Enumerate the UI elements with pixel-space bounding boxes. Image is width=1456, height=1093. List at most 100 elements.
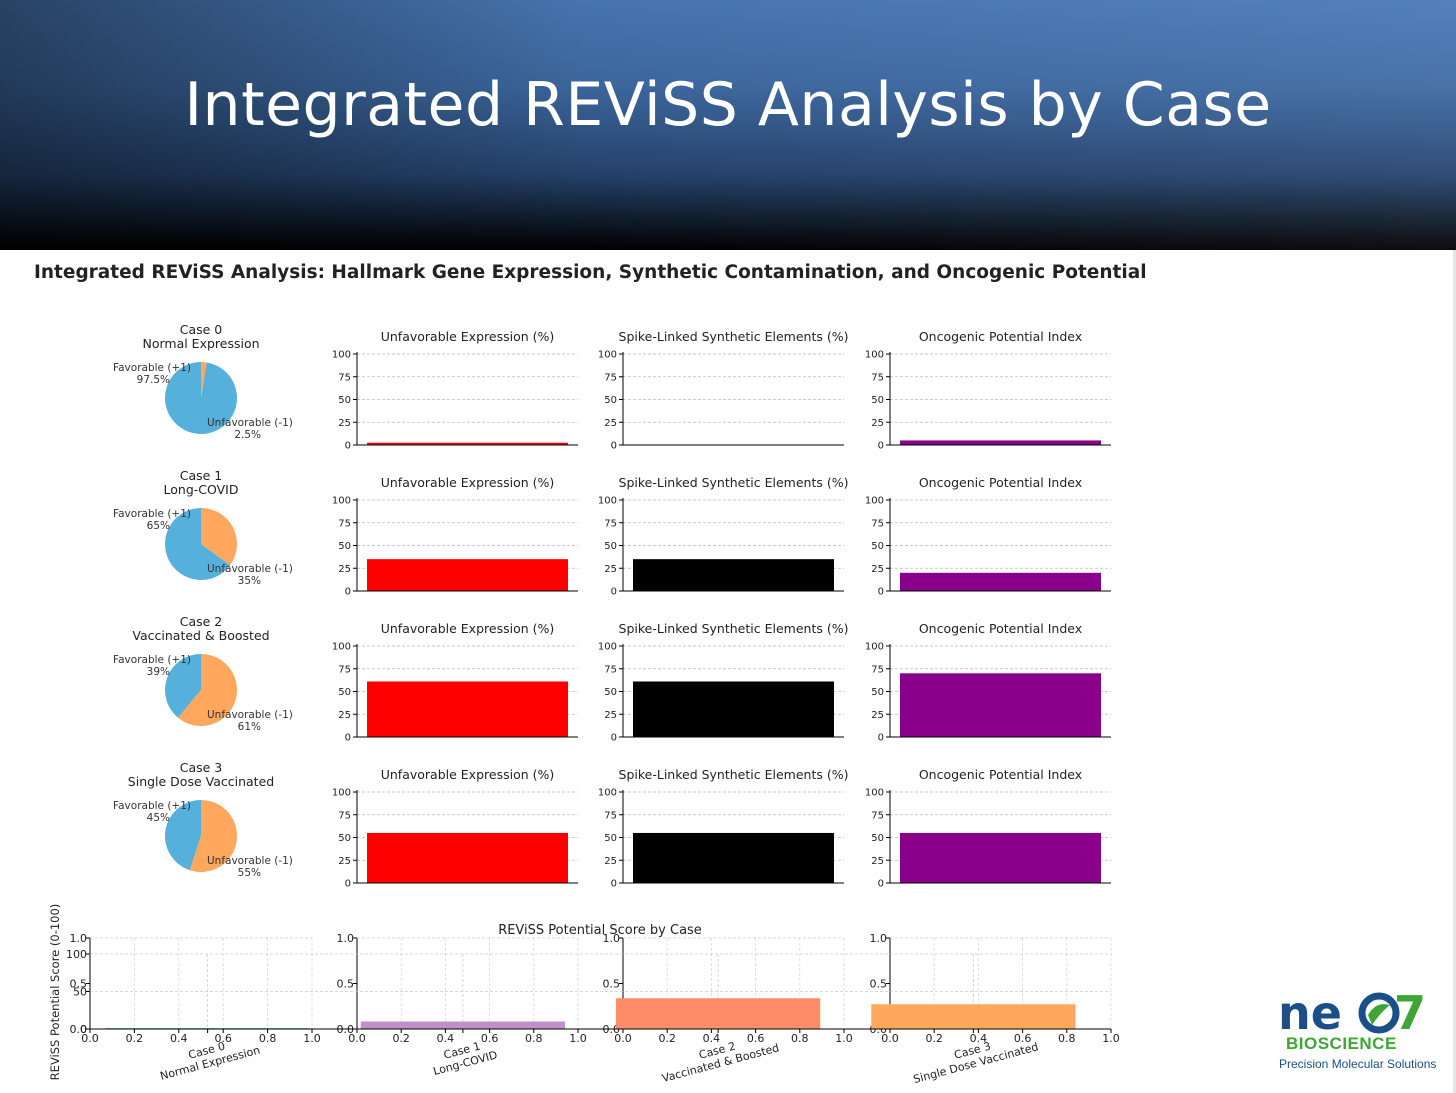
bar-oncogenic [900,673,1101,737]
bg-x-tick-label: 0.8 [259,1032,277,1045]
pie-slice-favorable [165,508,231,581]
y-tick-label: 75 [871,372,884,383]
y-tick-label: 100 [332,496,351,507]
bar-unfavorable [367,832,568,883]
y-tick-label: 100 [598,642,617,653]
pie-label-unfavorable: Unfavorable (-1) [207,855,293,867]
y-tick-label: 100 [865,788,884,799]
y-tick-label: 0 [611,441,617,452]
pie-pct-unfavorable: 55% [238,867,261,879]
bg-x-tick-label: 0.6 [747,1032,765,1045]
pie-pct-favorable: 45% [147,812,170,824]
y-tick-label: 75 [604,372,617,383]
bg-x-tick-label: 0.4 [437,1032,455,1045]
pie-pct-unfavorable: 61% [238,721,261,733]
bg-x-tick-label: 0.0 [881,1032,899,1045]
bg-x-tick-label: 0.4 [170,1032,188,1045]
bar-unfavorable [367,442,568,445]
pie-label-favorable: Favorable (+1) [113,508,191,520]
bg-x-tick-label: 0.6 [214,1032,232,1045]
logo-tagline: Precision Molecular Solutions [1279,1057,1437,1071]
y-tick-label: 50 [338,541,351,552]
pie-case-title: Case 1 [180,468,223,483]
bg-x-tick-label: 0.0 [348,1032,366,1045]
y-tick-label: 0 [345,441,351,452]
y-tick-label: 0 [345,879,351,890]
y-tick-label: 75 [338,372,351,383]
pie-case-subtitle: Normal Expression [142,336,259,351]
y-tick-label: 50 [871,541,884,552]
bg-x-tick-label: 0.2 [392,1032,410,1045]
pie-label-unfavorable: Unfavorable (-1) [207,709,293,721]
summary-y-tick-label: 0 [80,1023,87,1036]
y-tick-label: 100 [598,350,617,361]
svg-text:7: 7 [1394,986,1426,1040]
bg-y-tick-label: 0.5 [603,978,621,991]
bar-oncogenic [900,572,1101,591]
y-tick-label: 25 [604,418,617,429]
y-tick-label: 25 [871,564,884,575]
bar-panel-title: Unfavorable Expression (%) [381,475,555,490]
y-tick-label: 100 [865,642,884,653]
bg-x-tick-label: 1.0 [303,1032,321,1045]
bar-panel-title: Spike-Linked Synthetic Elements (%) [619,475,849,490]
summary-bar [871,1004,1076,1029]
bar-synthetic [633,832,834,883]
pie-label-favorable: Favorable (+1) [113,362,191,374]
pie-pct-favorable: 97.5% [137,374,170,386]
y-tick-label: 25 [871,710,884,721]
bg-x-tick-label: 1.0 [835,1032,853,1045]
pie-case-title: Case 2 [180,614,223,629]
svg-text:ne: ne [1278,986,1342,1040]
y-tick-label: 25 [604,856,617,867]
y-tick-label: 25 [871,418,884,429]
y-tick-label: 0 [878,733,884,744]
pie-pct-unfavorable: 35% [238,575,261,587]
y-tick-label: 50 [604,687,617,698]
y-tick-label: 0 [611,733,617,744]
bar-panel-title: Unfavorable Expression (%) [381,621,555,636]
y-tick-label: 75 [338,518,351,529]
bg-x-tick-label: 0.4 [970,1032,988,1045]
y-tick-label: 25 [604,710,617,721]
y-tick-label: 0 [611,587,617,598]
bg-y-tick-label: 1.0 [870,932,888,945]
y-tick-label: 100 [598,496,617,507]
bg-x-tick-label: 0.4 [703,1032,721,1045]
pie-slice-unfavorable [178,654,238,726]
y-tick-label: 50 [604,541,617,552]
bar-panel-title: Unfavorable Expression (%) [381,329,555,344]
bg-x-tick-label: 0.0 [614,1032,632,1045]
y-tick-label: 75 [338,810,351,821]
y-tick-label: 25 [338,418,351,429]
y-tick-label: 75 [604,810,617,821]
summary-bar [360,1021,565,1029]
y-tick-label: 75 [871,664,884,675]
y-tick-label: 50 [338,395,351,406]
y-tick-label: 0 [878,587,884,598]
y-tick-label: 25 [338,564,351,575]
bar-panel-title: Spike-Linked Synthetic Elements (%) [619,767,849,782]
summary-y-axis-label: REViSS Potential Score (0-100) [48,904,62,1081]
y-tick-label: 0 [345,587,351,598]
y-tick-label: 50 [604,395,617,406]
bg-y-tick-label: 0.5 [337,978,355,991]
logo-subbrand: BIOSCIENCE [1286,1034,1397,1053]
pie-slice-unfavorable [201,508,238,566]
y-tick-label: 25 [871,856,884,867]
y-tick-label: 0 [878,441,884,452]
bar-panel-title: Oncogenic Potential Index [919,621,1082,636]
bar-panel-title: Oncogenic Potential Index [919,767,1082,782]
pie-case-title: Case 0 [180,322,223,337]
y-tick-label: 25 [338,856,351,867]
y-tick-label: 25 [338,710,351,721]
pie-slice-unfavorable [189,800,238,873]
bg-x-tick-label: 0.0 [81,1032,99,1045]
bar-synthetic [633,681,834,737]
y-tick-label: 100 [598,788,617,799]
pie-case-subtitle: Long-COVID [164,482,239,497]
y-tick-label: 50 [338,687,351,698]
bg-y-tick-label: 1.0 [70,932,88,945]
figure-title: Integrated REViSS Analysis: Hallmark Gen… [34,262,1147,283]
page-title: Integrated REViSS Analysis by Case [184,70,1272,140]
